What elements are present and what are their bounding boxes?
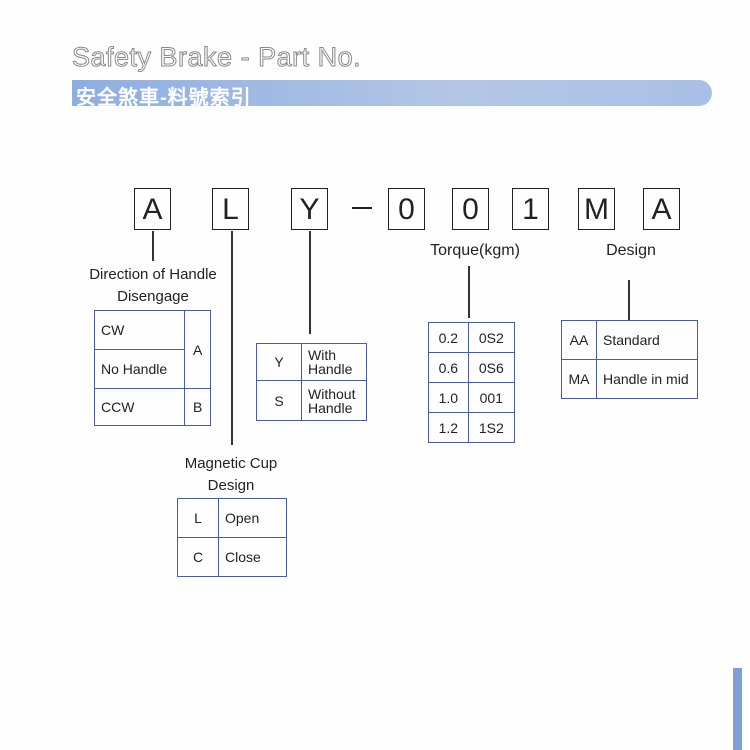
code-box: 1 xyxy=(512,188,549,230)
design-label: Design xyxy=(606,242,656,259)
subtitle-band: 安全煞車-料號索引 xyxy=(72,80,712,109)
page-title: Safety Brake - Part No. xyxy=(71,42,362,73)
code-box: M xyxy=(578,188,615,230)
code-box: 0 xyxy=(388,188,425,230)
torque-label: Torque(kgm) xyxy=(430,242,520,259)
connector-line xyxy=(628,280,630,320)
code-dash xyxy=(352,207,372,209)
connector-line xyxy=(468,266,470,318)
subtitle: 安全煞車-料號索引 xyxy=(76,87,252,109)
code-box: Y xyxy=(291,188,328,230)
code-box: A xyxy=(643,188,680,230)
page-edge-tab xyxy=(733,668,742,750)
code-box: 0 xyxy=(452,188,489,230)
code-box: L xyxy=(212,188,249,230)
connector-line xyxy=(231,231,233,445)
connector-line xyxy=(152,231,154,261)
connector-line xyxy=(309,231,311,334)
code-box: A xyxy=(134,188,171,230)
